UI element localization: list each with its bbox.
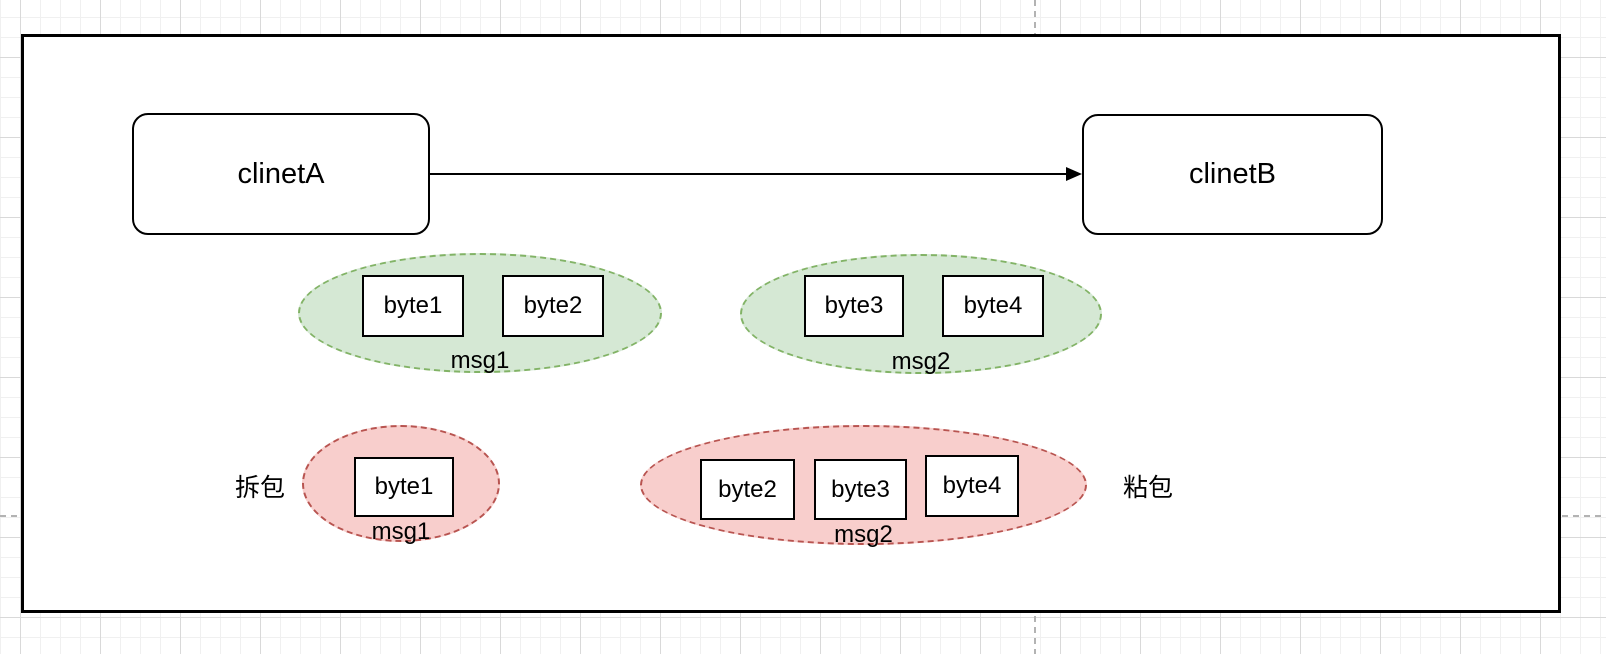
arrowhead-icon (1066, 167, 1082, 181)
received-msg2-byte4-box[interactable]: byte4 (925, 455, 1019, 517)
sent-msg1-byte1-box[interactable]: byte1 (362, 275, 464, 337)
unpack-annotation: 拆包 (234, 474, 285, 502)
sent-msg1-ellipse[interactable]: byte1 byte2 msg1 (298, 253, 662, 374)
byte-label: byte4 (942, 472, 1002, 499)
sent-msg2-byte3-box[interactable]: byte3 (804, 275, 904, 337)
sticky-annotation: 粘包 (1122, 474, 1173, 502)
byte-label: byte3 (824, 292, 884, 319)
byte-label: byte4 (963, 292, 1023, 319)
sent-msg2-ellipse[interactable]: byte3 byte4 msg2 (740, 254, 1102, 375)
sent-msg2-label: msg2 (891, 348, 951, 375)
received-msg2-ellipse[interactable]: byte2 byte3 byte4 msg2 (640, 425, 1087, 548)
received-msg2-byte3-box[interactable]: byte3 (814, 459, 907, 520)
received-msg1-byte1-box[interactable]: byte1 (354, 457, 454, 517)
received-msg1-label: msg1 (371, 518, 431, 545)
byte-label: byte1 (374, 473, 434, 500)
byte-label: byte1 (383, 292, 443, 319)
node-clientA[interactable]: clinetA (132, 113, 430, 235)
received-msg2-byte2-box[interactable]: byte2 (700, 459, 795, 520)
node-clientB-label: clinetB (1188, 158, 1277, 190)
byte-label: byte2 (523, 292, 583, 319)
sent-msg1-label: msg1 (450, 347, 510, 374)
byte-label: byte3 (831, 475, 890, 503)
node-clientB[interactable]: clinetB (1082, 114, 1383, 235)
sent-msg1-byte2-box[interactable]: byte2 (502, 275, 604, 337)
byte-label: byte2 (718, 475, 777, 503)
received-msg1-ellipse[interactable]: byte1 msg1 (302, 425, 500, 545)
node-clientA-label: clinetA (237, 157, 325, 190)
sent-msg2-byte4-box[interactable]: byte4 (942, 275, 1044, 337)
received-msg2-label: msg2 (834, 521, 893, 548)
